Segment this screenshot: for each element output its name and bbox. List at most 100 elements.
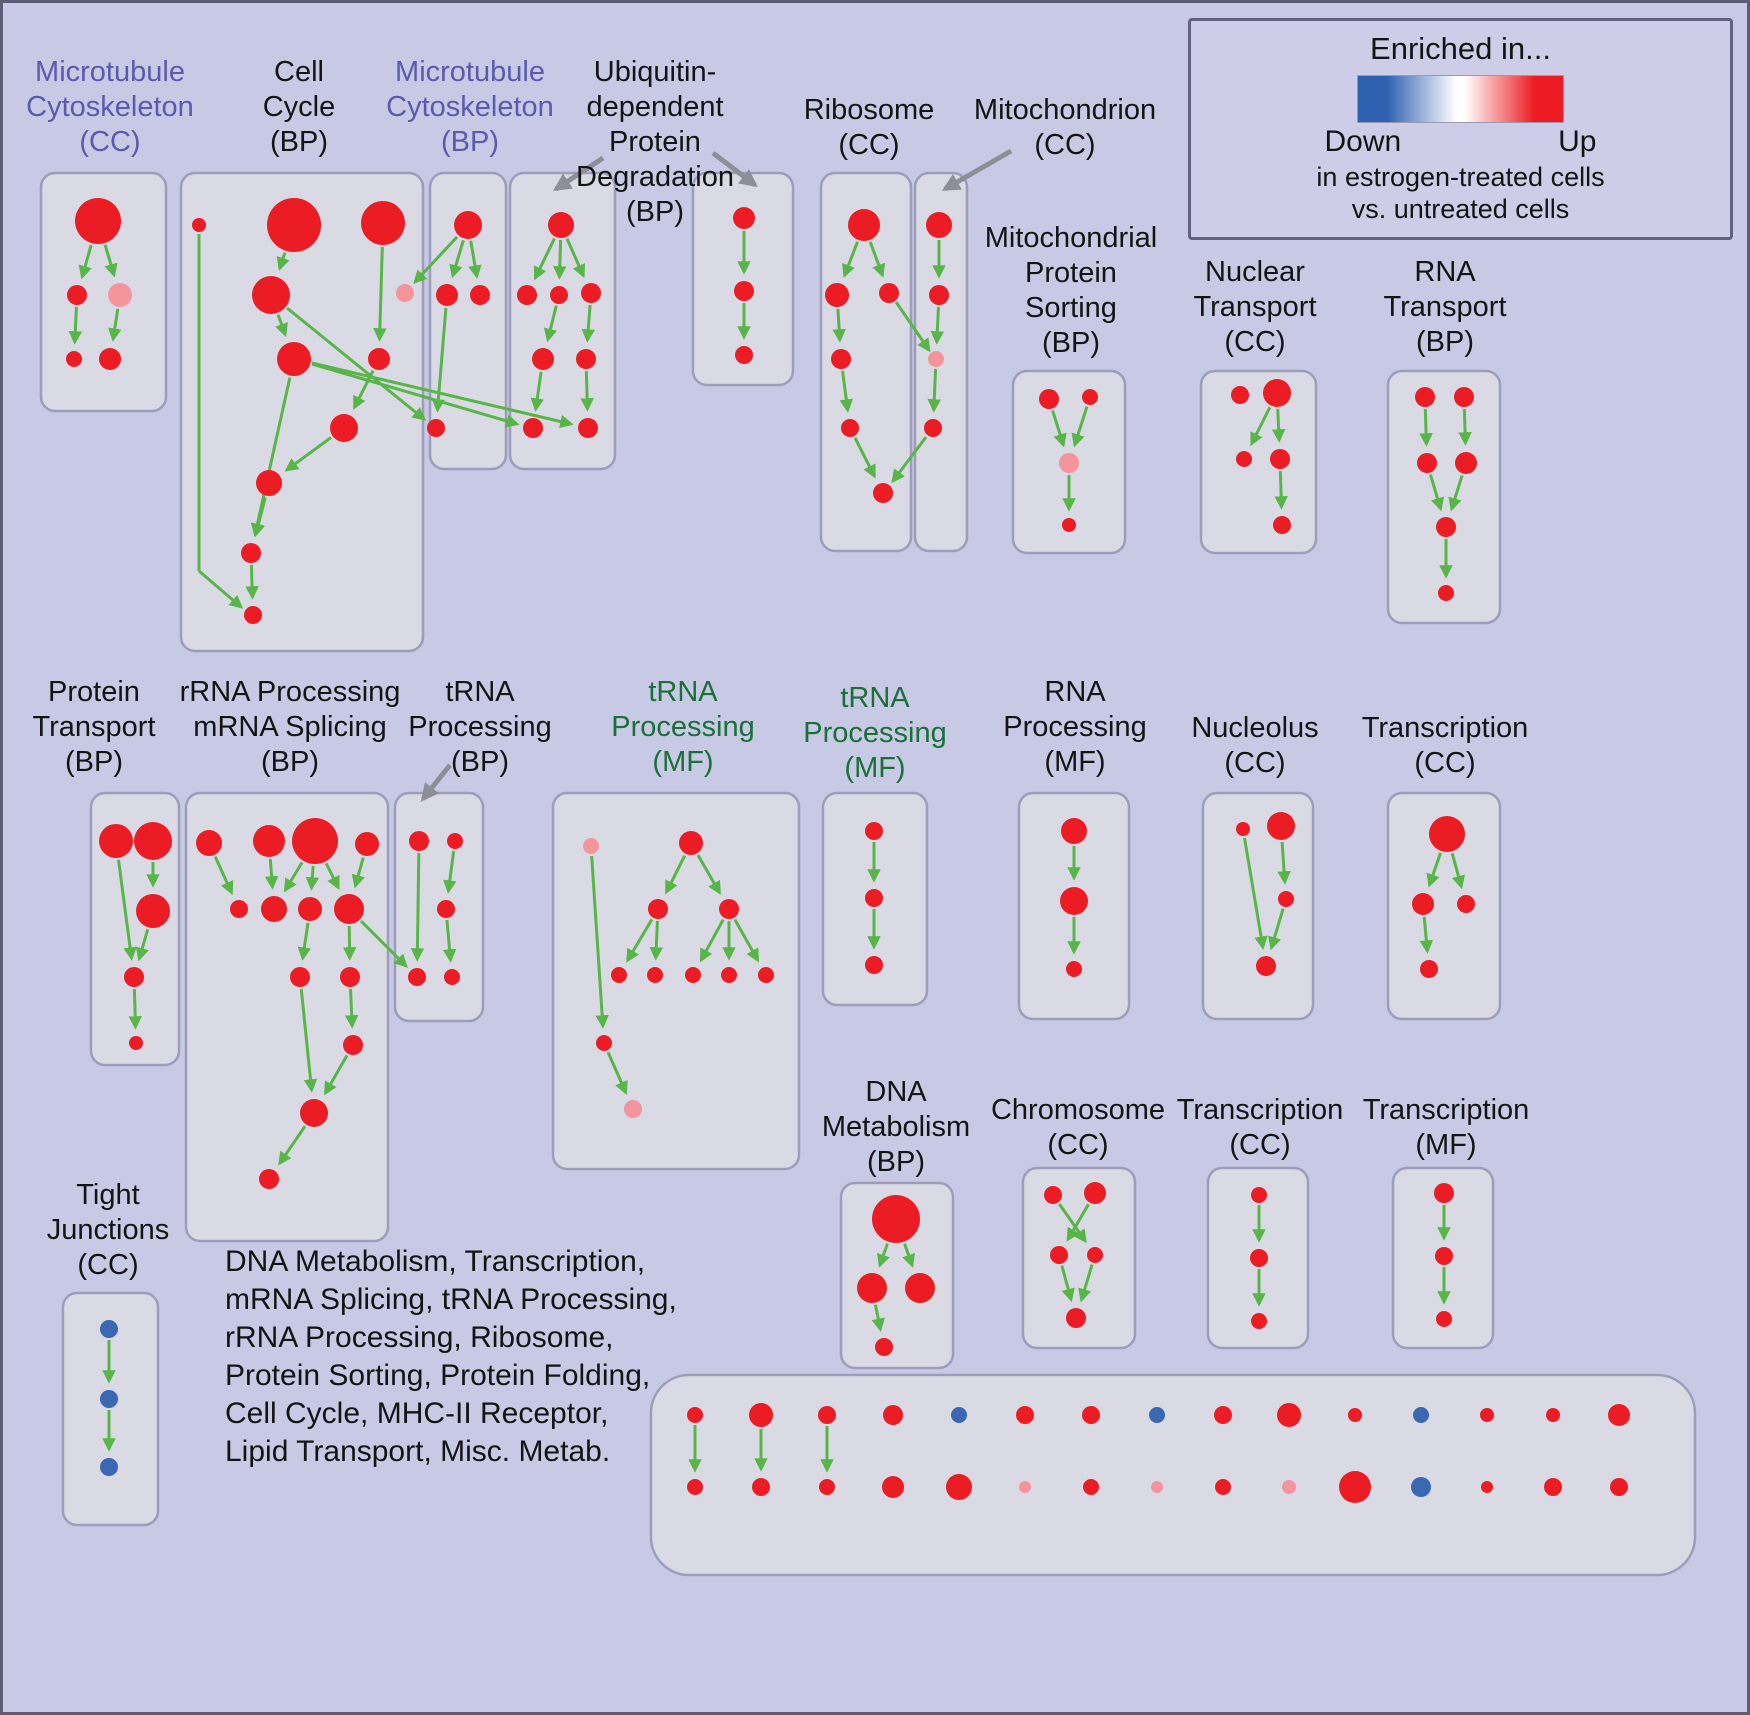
cross-cluster-edge bbox=[311, 362, 520, 428]
annotation-arrows-layer bbox=[420, 148, 1013, 802]
relation-edge bbox=[543, 305, 558, 343]
go-term-node bbox=[873, 483, 893, 503]
relation-edge bbox=[264, 858, 279, 890]
go-term-node bbox=[290, 967, 310, 987]
go-term-node bbox=[550, 286, 568, 304]
relation-edge bbox=[530, 371, 544, 412]
relation-edge bbox=[871, 1304, 885, 1333]
relation-edge bbox=[606, 1051, 628, 1095]
go-term-node bbox=[719, 899, 739, 919]
go-term-node bbox=[409, 831, 429, 851]
go-term-node bbox=[334, 894, 364, 924]
go-term-node bbox=[99, 824, 133, 858]
go-term-node bbox=[929, 285, 949, 305]
cross-cluster-edge bbox=[198, 569, 244, 609]
relation-edge bbox=[590, 855, 609, 1029]
go-term-node bbox=[624, 1100, 642, 1118]
go-term-node bbox=[818, 1406, 836, 1424]
go-term-node bbox=[685, 967, 701, 983]
go-term-node bbox=[946, 1474, 972, 1500]
nodes-layer bbox=[66, 198, 1630, 1503]
go-term-node bbox=[687, 1479, 703, 1495]
cluster-box-trna-processing-mf-large bbox=[551, 791, 801, 1171]
relation-edge bbox=[68, 306, 83, 345]
go-term-node bbox=[1339, 1471, 1371, 1503]
go-term-node bbox=[1278, 891, 1294, 907]
relation-edge bbox=[699, 918, 725, 963]
go-term-node bbox=[758, 967, 774, 983]
legend-title: Enriched in... bbox=[1370, 31, 1551, 66]
go-term-node bbox=[905, 1273, 935, 1303]
go-term-node bbox=[1546, 1408, 1560, 1422]
relation-edge bbox=[902, 1243, 915, 1268]
go-term-node bbox=[1016, 1406, 1034, 1424]
go-term-node bbox=[100, 1458, 118, 1476]
go-term-node bbox=[361, 201, 405, 245]
go-term-node bbox=[1436, 517, 1456, 537]
go-term-node bbox=[330, 414, 358, 442]
go-term-node bbox=[343, 1035, 363, 1055]
relation-edge bbox=[581, 304, 595, 343]
relation-edge bbox=[305, 865, 320, 891]
go-term-node bbox=[300, 1099, 328, 1127]
go-term-node bbox=[1231, 386, 1249, 404]
go-term-node bbox=[1214, 1406, 1232, 1424]
relation-edge bbox=[284, 436, 332, 472]
go-term-node bbox=[928, 351, 944, 367]
go-term-node bbox=[924, 419, 942, 437]
go-term-node bbox=[1019, 1481, 1031, 1493]
go-term-node bbox=[1438, 585, 1454, 601]
go-term-node bbox=[1348, 1408, 1362, 1422]
relation-edge bbox=[1448, 474, 1464, 512]
go-term-node bbox=[841, 419, 859, 437]
cluster-box-rna-transport bbox=[1386, 369, 1502, 625]
relation-edge bbox=[324, 862, 340, 890]
cluster-box-nucleolus bbox=[1201, 791, 1315, 1021]
relation-edge bbox=[696, 854, 721, 895]
relation-edge bbox=[1078, 1264, 1094, 1303]
go-term-node bbox=[1151, 1481, 1163, 1493]
relation-edge bbox=[373, 246, 387, 342]
go-term-node bbox=[298, 897, 322, 921]
relation-edge bbox=[1428, 474, 1444, 512]
cross-cluster-edge bbox=[891, 436, 928, 484]
relation-edge bbox=[665, 854, 687, 895]
go-term-node bbox=[865, 889, 883, 907]
go-term-node bbox=[1044, 1186, 1062, 1204]
go-term-node bbox=[1215, 1479, 1231, 1495]
relation-edge bbox=[842, 241, 859, 278]
go-term-node bbox=[1415, 387, 1435, 407]
go-term-node bbox=[1059, 453, 1079, 473]
relation-edge bbox=[1450, 852, 1465, 890]
relation-edge bbox=[626, 918, 654, 963]
go-term-node bbox=[1149, 1407, 1165, 1423]
relation-edge bbox=[565, 238, 586, 279]
relation-edge bbox=[1426, 852, 1442, 888]
go-term-node bbox=[1082, 389, 1098, 405]
go-term-node bbox=[1411, 1477, 1431, 1497]
go-term-node bbox=[100, 1390, 118, 1408]
relation-edge bbox=[103, 244, 118, 278]
go-term-node bbox=[437, 900, 455, 918]
relation-edge bbox=[1243, 837, 1268, 950]
go-term-node bbox=[548, 212, 574, 238]
relation-edge bbox=[410, 852, 425, 962]
go-term-node bbox=[256, 470, 282, 496]
relation-edge bbox=[580, 370, 594, 412]
go-term-node bbox=[596, 1035, 612, 1051]
relation-edge bbox=[1274, 470, 1288, 510]
go-term-node bbox=[1429, 816, 1465, 852]
go-term-node bbox=[883, 1405, 903, 1425]
cluster-box-ubiquitin-degradation-1 bbox=[508, 171, 617, 471]
relation-edge bbox=[245, 564, 259, 600]
go-term-node bbox=[687, 1407, 703, 1423]
relation-edge bbox=[1458, 408, 1472, 446]
go-term-node bbox=[136, 894, 170, 928]
relation-edge bbox=[868, 241, 886, 278]
go-term-node bbox=[679, 831, 703, 855]
relation-edge bbox=[344, 988, 359, 1029]
go-term-node bbox=[819, 1479, 835, 1495]
go-term-node bbox=[576, 349, 596, 369]
go-term-node bbox=[1436, 1311, 1452, 1327]
